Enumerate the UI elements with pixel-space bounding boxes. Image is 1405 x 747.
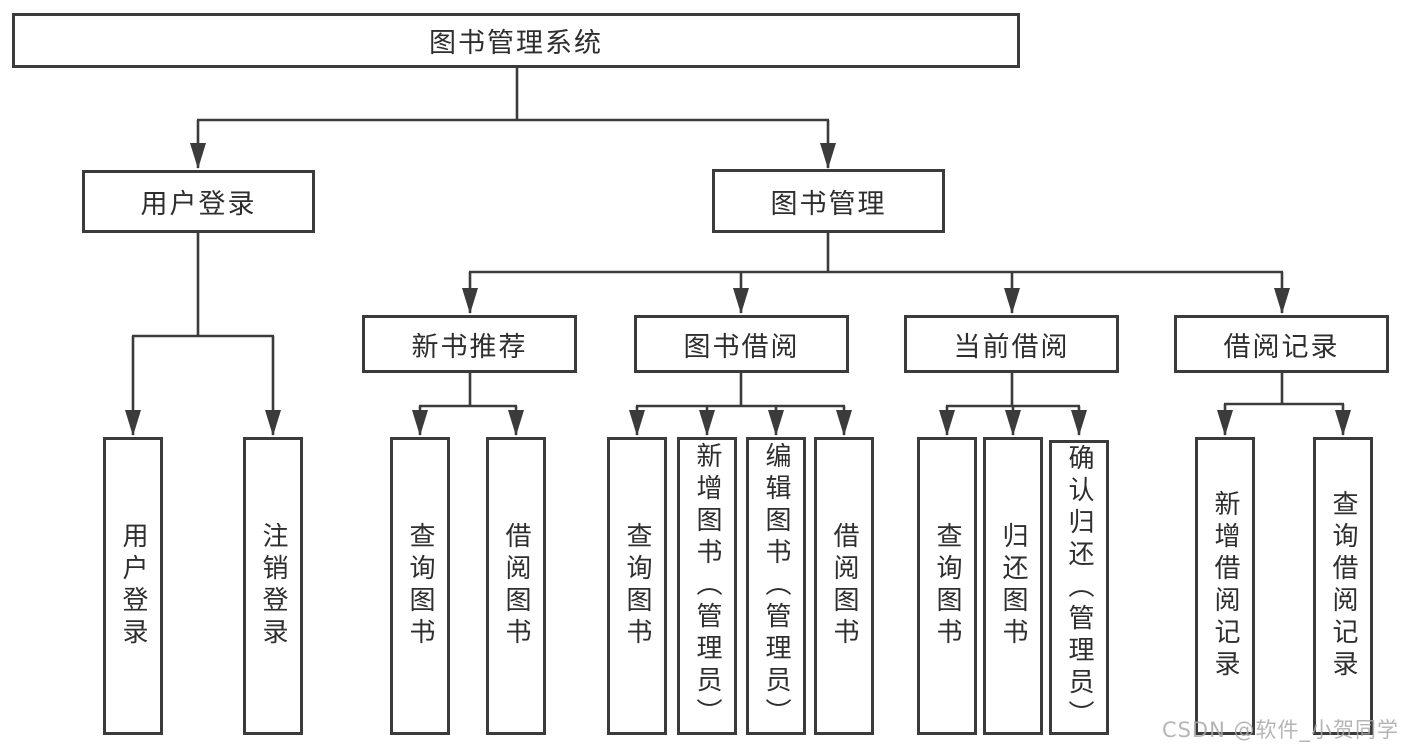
- leaf-user-login: 用户登录: [103, 437, 163, 735]
- leaf-query-books-recommend-label: 查询图书: [405, 522, 435, 650]
- watermark: CSDN @软件_小贺同学: [1161, 718, 1399, 742]
- leaf-return-books: 归还图书: [983, 437, 1043, 735]
- node-root-label: 图书管理系统: [429, 28, 603, 59]
- leaf-logout-label: 注销登录: [258, 522, 288, 650]
- leaf-add-borrow-record: 新增借阅记录: [1195, 437, 1255, 735]
- node-borrow-records-label: 借阅记录: [1223, 331, 1340, 363]
- leaf-query-books-current: 查询图书: [917, 437, 977, 735]
- leaf-borrow-books-recommend: 借阅图书: [486, 437, 546, 735]
- leaf-add-borrow-record-label: 新增借阅记录: [1210, 490, 1240, 682]
- node-current-borrow-label: 当前借阅: [953, 331, 1070, 363]
- leaf-user-login-label: 用户登录: [118, 522, 148, 650]
- node-current-borrow: 当前借阅: [904, 315, 1119, 373]
- leaf-borrow-books-label: 借阅图书: [829, 522, 859, 650]
- node-book-borrow-label: 图书借阅: [683, 331, 800, 363]
- node-book-management: 图书管理: [712, 169, 945, 233]
- node-user-login-label: 用户登录: [140, 189, 257, 220]
- leaf-query-books-borrow-label: 查询图书: [622, 522, 652, 650]
- node-borrow-records: 借阅记录: [1174, 315, 1389, 373]
- leaf-add-books-admin: 新增图书（管理员）: [677, 437, 737, 735]
- leaf-query-borrow-record-label: 查询借阅记录: [1328, 490, 1358, 682]
- leaf-borrow-books: 借阅图书: [814, 437, 874, 735]
- leaf-confirm-return-admin: 确认归还（管理员）: [1049, 440, 1109, 735]
- leaf-return-books-label: 归还图书: [998, 522, 1028, 650]
- leaf-borrow-books-recommend-label: 借阅图书: [501, 522, 531, 650]
- leaf-add-books-admin-label: 新增图书（管理员）: [692, 442, 722, 730]
- leaf-query-books-borrow: 查询图书: [607, 437, 667, 735]
- leaf-query-books-recommend: 查询图书: [390, 437, 450, 735]
- leaf-edit-books-admin-label: 编辑图书（管理员）: [761, 442, 791, 730]
- node-new-book-recommend: 新书推荐: [362, 315, 577, 373]
- node-book-management-label: 图书管理: [770, 188, 887, 220]
- leaf-edit-books-admin: 编辑图书（管理员）: [746, 437, 806, 735]
- node-user-login: 用户登录: [82, 170, 315, 233]
- leaf-query-borrow-record: 查询借阅记录: [1313, 437, 1373, 735]
- leaf-query-books-current-label: 查询图书: [932, 522, 962, 650]
- leaf-logout: 注销登录: [243, 437, 303, 735]
- node-book-borrow: 图书借阅: [634, 315, 849, 373]
- leaf-confirm-return-admin-label: 确认归还（管理员）: [1064, 443, 1094, 732]
- node-new-book-recommend-label: 新书推荐: [411, 331, 528, 363]
- node-root: 图书管理系统: [12, 13, 1020, 68]
